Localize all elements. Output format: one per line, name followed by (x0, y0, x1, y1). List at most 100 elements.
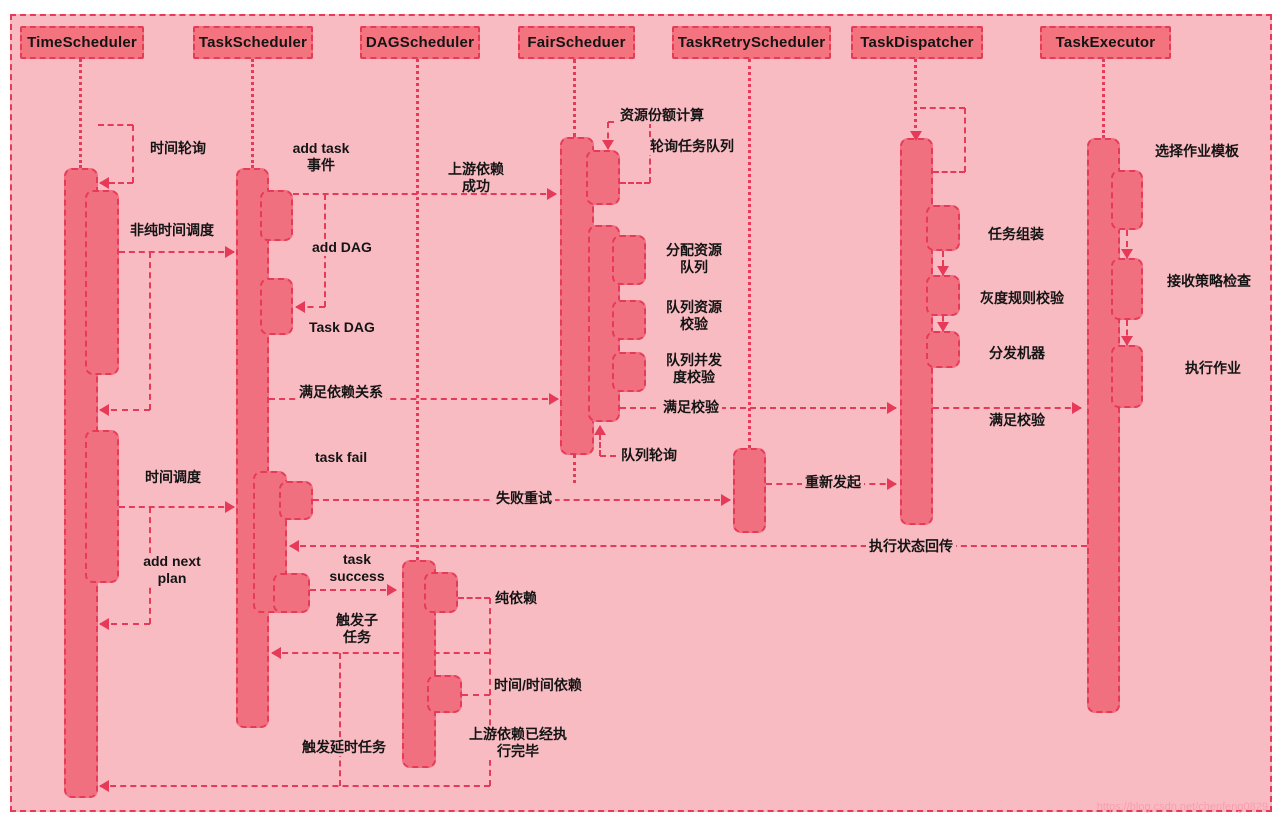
label-trigger-subtask: 触发子任务 (336, 612, 378, 645)
label-trigger-delayed-task: 触发延时任务 (299, 739, 389, 756)
participant-fairscheduer: FairScheduer (518, 26, 635, 59)
label-non-pure-time-schedule: 非纯时间调度 (130, 222, 214, 238)
activation-task-main (236, 168, 269, 728)
participant-dagscheduler: DAGScheduler (360, 26, 480, 59)
activation-task-nested-2 (260, 278, 293, 335)
message-connector (269, 398, 558, 400)
message-connector (933, 407, 1081, 409)
message-connector (100, 623, 150, 625)
label-upstream-done: 上游依赖已经执行完毕 (462, 726, 574, 760)
watermark-text: https://blog.csdn.net/chenfeng0829 (1096, 801, 1268, 813)
activation-exec-sub-template (1111, 170, 1143, 230)
activation-dag-sub-pure (424, 572, 458, 613)
label-resource-quota-calc: 资源份额计算 (617, 107, 707, 124)
message-connector (600, 455, 616, 457)
activation-fair-nested-1 (586, 150, 620, 205)
activation-exec-sub-policy (1111, 258, 1143, 320)
activation-task-sub-fail (279, 481, 313, 520)
activation-time-nested-1 (85, 190, 119, 375)
label-poll-task-queue: 轮询任务队列 (647, 138, 737, 155)
activation-retry-main (733, 448, 766, 533)
message-connector (942, 251, 944, 275)
message-connector (933, 171, 965, 173)
label-receive-policy-check: 接收策略检查 (1167, 273, 1251, 289)
arrowhead-icon (271, 647, 281, 659)
message-connector (132, 125, 134, 183)
arrowhead-icon (937, 322, 949, 332)
label-relaunch: 重新发起 (802, 474, 864, 491)
arrowhead-icon (1121, 336, 1133, 346)
label-task-assemble: 任务组装 (988, 226, 1044, 242)
message-connector (290, 545, 1087, 547)
lifeline (573, 455, 576, 483)
message-connector (964, 108, 966, 172)
message-connector (149, 252, 151, 410)
activation-dag-sub-time (427, 675, 462, 713)
lifeline (251, 59, 254, 168)
arrowhead-icon (1121, 249, 1133, 259)
arrowhead-icon (295, 301, 305, 313)
label-alloc-resource-queue: 分配资源队列 (666, 242, 722, 275)
label-fail-retry: 失败重试 (493, 490, 555, 507)
lifeline (748, 59, 751, 448)
participant-taskscheduler: TaskScheduler (193, 26, 313, 59)
arrowhead-icon (910, 131, 922, 141)
message-connector (310, 589, 396, 591)
activation-fair-sub-resource (612, 300, 646, 340)
message-connector (920, 107, 965, 109)
message-connector (1126, 320, 1128, 345)
label-task-fail: task fail (315, 449, 368, 465)
message-connector (100, 409, 150, 411)
activation-fair-sub-concurrency (612, 352, 646, 392)
label-add-dag: add DAG (309, 239, 375, 256)
arrowhead-icon (225, 501, 235, 513)
activation-disp-sub-dispatch (926, 331, 960, 368)
message-connector (607, 122, 609, 149)
message-connector (100, 182, 133, 184)
label-upstream-dep-success: 上游依赖成功 (448, 161, 504, 194)
label-select-job-template: 选择作业模板 (1155, 143, 1239, 159)
activation-exec-sub-run (1111, 345, 1143, 408)
message-connector (339, 653, 341, 786)
lifeline (914, 59, 917, 134)
arrowhead-icon (602, 140, 614, 150)
message-connector (100, 785, 490, 787)
message-connector (599, 426, 601, 456)
arrowhead-icon (387, 584, 397, 596)
activation-dag-main (402, 560, 436, 768)
label-time-schedule: 时间调度 (145, 469, 201, 485)
message-connector (620, 182, 650, 184)
label-run-job: 执行作业 (1185, 360, 1241, 376)
message-connector (293, 193, 556, 195)
arrowhead-icon (594, 425, 606, 435)
lifeline (573, 59, 576, 137)
label-pass-check-2: 满足校验 (986, 412, 1048, 429)
lifeline (79, 59, 82, 168)
activation-time-nested-2 (85, 430, 119, 583)
label-time-time-dependency: 时间/时间依赖 (491, 677, 585, 694)
arrowhead-icon (225, 246, 235, 258)
arrowhead-icon (99, 780, 109, 792)
label-gray-rule-check: 灰度规则校验 (980, 290, 1064, 306)
message-connector (296, 306, 325, 308)
activation-disp-sub-assemble (926, 205, 960, 251)
label-dispatch-machine: 分发机器 (989, 345, 1045, 361)
arrowhead-icon (937, 266, 949, 276)
label-queue-resource-check: 队列资源校验 (666, 299, 722, 332)
activation-exec-main (1087, 138, 1120, 713)
label-time-poll: 时间轮询 (150, 140, 206, 156)
label-pass-check-1: 满足校验 (660, 399, 722, 416)
label-satisfy-dependency: 满足依赖关系 (296, 384, 386, 401)
participant-taskretryscheduler: TaskRetryScheduler (672, 26, 831, 59)
arrowhead-icon (1072, 402, 1082, 414)
activation-disp-main (900, 138, 933, 525)
message-connector (119, 251, 234, 253)
message-connector (1126, 230, 1128, 258)
activation-task-nested-1 (260, 190, 293, 241)
message-connector (489, 598, 491, 786)
arrowhead-icon (887, 478, 897, 490)
participant-taskdispatcher: TaskDispatcher (851, 26, 983, 59)
message-connector (620, 407, 896, 409)
